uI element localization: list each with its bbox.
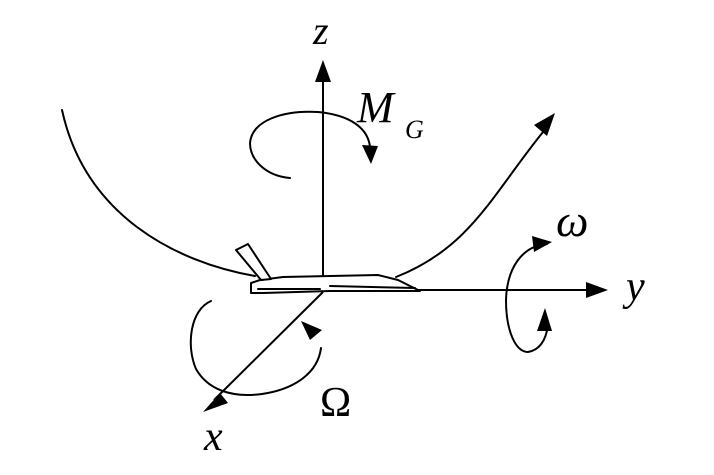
trajectory-left-curve <box>61 109 256 277</box>
big-omega-label: Ω <box>320 380 351 426</box>
trajectory-right-curve <box>395 131 544 278</box>
aircraft-icon <box>235 243 421 294</box>
omega-label: ω <box>556 195 588 246</box>
x-axis <box>203 291 324 412</box>
y-axis-arrowhead <box>586 282 608 298</box>
moment-rotation-arrow <box>249 110 378 179</box>
moment-label: M <box>356 83 396 132</box>
y-axis-label: y <box>622 264 645 310</box>
omega-rotation-arrow <box>505 236 552 353</box>
big-omega-rotation-arrow <box>189 300 322 396</box>
trajectory-arrowhead <box>534 113 555 136</box>
x-axis-label: x <box>203 414 223 460</box>
z-axis-label: z <box>312 8 329 53</box>
x-axis-arrowhead <box>203 393 228 412</box>
z-axis-arrowhead <box>315 60 331 82</box>
z-axis <box>315 60 331 292</box>
moment-subscript-label: G <box>405 115 424 144</box>
